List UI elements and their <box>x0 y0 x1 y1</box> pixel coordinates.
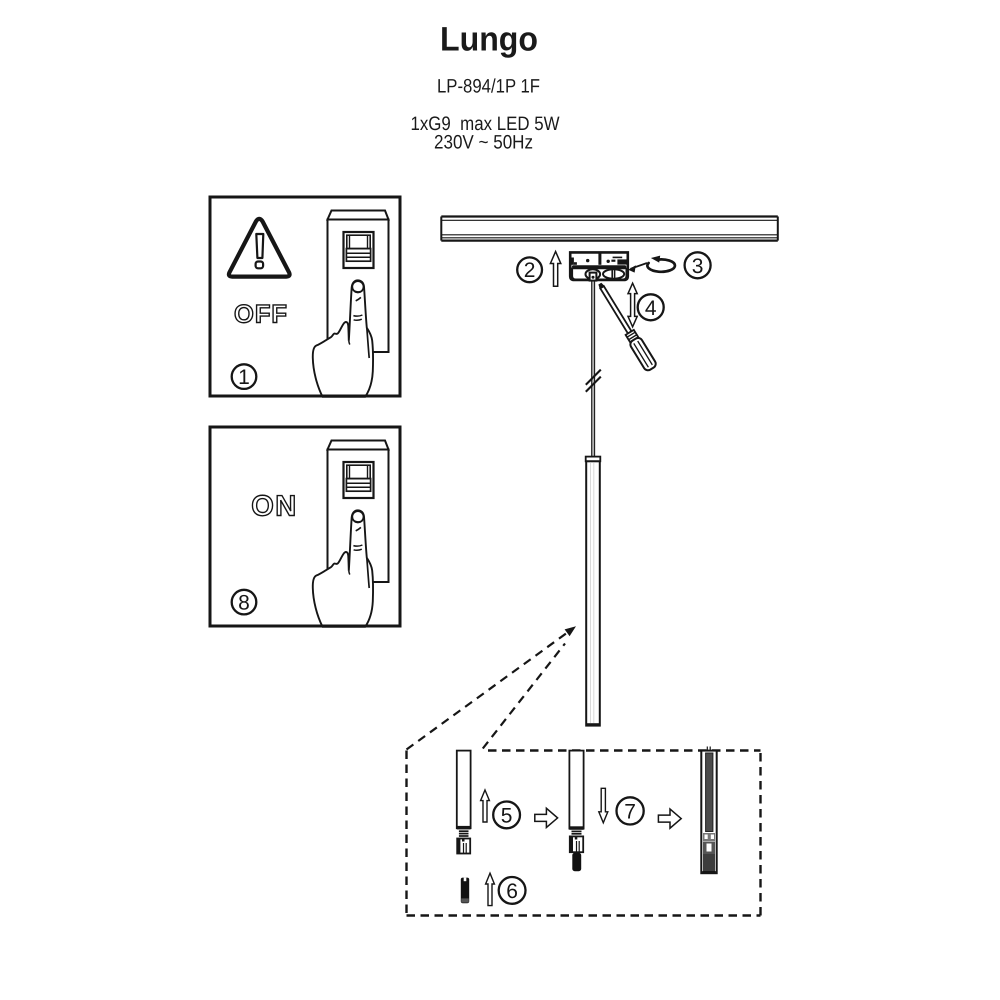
svg-text:2: 2 <box>524 259 536 282</box>
svg-text:1: 1 <box>238 366 250 389</box>
svg-text:OFF: OFF <box>234 300 288 328</box>
svg-text:1xG9 max LED 5W: 1xG9 max LED 5W <box>411 113 561 135</box>
svg-text:5: 5 <box>501 804 513 827</box>
svg-text:230V ~ 50Hz: 230V ~ 50Hz <box>434 131 533 153</box>
svg-text:3: 3 <box>692 255 704 278</box>
svg-text:Lungo: Lungo <box>440 21 538 59</box>
svg-text:6: 6 <box>506 880 518 903</box>
svg-text:7: 7 <box>624 800 636 823</box>
svg-text:LP-894/1P 1F: LP-894/1P 1F <box>437 76 540 98</box>
svg-text:4: 4 <box>645 297 657 320</box>
svg-text:ON: ON <box>251 491 298 523</box>
svg-text:8: 8 <box>238 592 250 615</box>
